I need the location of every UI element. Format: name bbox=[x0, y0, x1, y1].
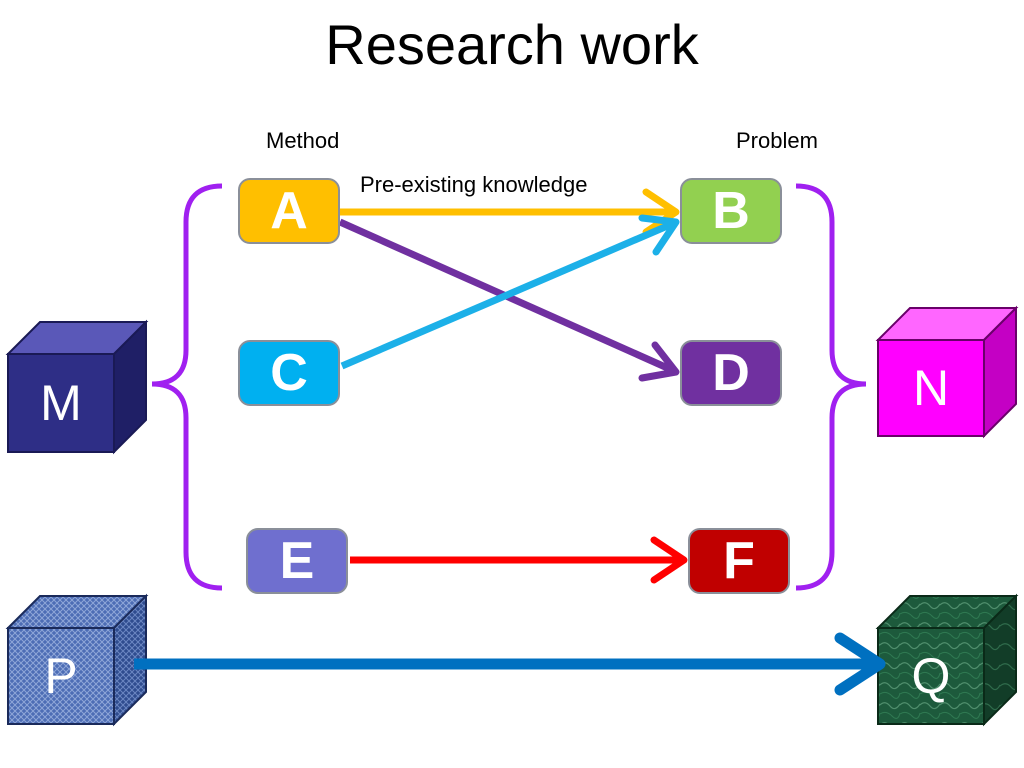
cube-p bbox=[5, 593, 149, 727]
node-e: E bbox=[246, 528, 348, 594]
node-c: C bbox=[238, 340, 340, 406]
cube-q bbox=[875, 593, 1019, 727]
left-brace bbox=[151, 183, 223, 591]
page-title: Research work bbox=[325, 13, 699, 76]
arrow-p-to-q bbox=[134, 632, 886, 696]
node-b: B bbox=[680, 178, 782, 244]
arrow-e-to-f bbox=[350, 536, 688, 584]
cube-m bbox=[5, 319, 149, 455]
cube-n bbox=[875, 305, 1019, 439]
arrow-c-to-b bbox=[340, 214, 680, 370]
node-d: D bbox=[680, 340, 782, 406]
cube-p-label: P bbox=[44, 648, 78, 704]
cube-m-label: M bbox=[40, 375, 82, 431]
node-f: F bbox=[688, 528, 790, 594]
cube-n-label: N bbox=[912, 360, 950, 416]
right-brace bbox=[795, 183, 867, 591]
method-header: Method bbox=[266, 128, 340, 153]
arrow-a-to-b bbox=[340, 188, 680, 236]
cube-q-label: Q bbox=[911, 648, 951, 704]
problem-header: Problem bbox=[736, 128, 818, 153]
node-a: A bbox=[238, 178, 340, 244]
edge-label-pre-existing-knowledge: Pre-existing knowledge bbox=[360, 172, 588, 197]
